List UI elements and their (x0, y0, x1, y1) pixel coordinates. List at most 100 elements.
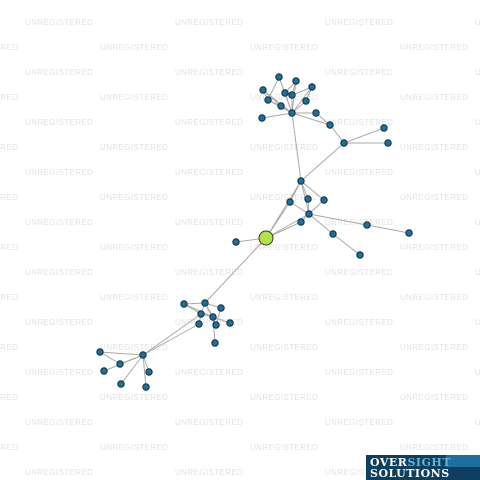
watermark-text: UNREGISTERED (100, 343, 168, 352)
graph-node (281, 89, 289, 97)
watermark-text: UNREGISTERED (475, 218, 480, 227)
watermark-text: UNREGISTERED (100, 293, 168, 302)
graph-node (380, 124, 388, 132)
logo-word-over: OVER (370, 456, 408, 469)
graph-edge (291, 112, 331, 126)
graph-edge (142, 323, 200, 356)
watermark-text: UNREGISTERED (475, 418, 480, 427)
graph-node (277, 102, 285, 110)
watermark-text: UNREGISTERED (475, 318, 480, 327)
graph-node (288, 91, 296, 99)
watermark-text: UNREGISTERED (325, 268, 393, 277)
watermark-text: UNREGISTERED (25, 18, 93, 27)
watermark-text: UNREGISTERED (250, 243, 318, 252)
graph-node (212, 321, 220, 329)
watermark-text: UNREGISTERED (475, 118, 480, 127)
graph-edge (332, 233, 361, 256)
graph-edge (308, 213, 334, 235)
watermark-text: UNREGISTERED (250, 343, 318, 352)
graph-edge (265, 213, 310, 239)
watermark-text: UNREGISTERED (250, 43, 318, 52)
graph-node (297, 177, 305, 185)
watermark-text: UNREGISTERED (0, 343, 18, 352)
watermark-text: UNREGISTERED (250, 93, 318, 102)
graph-node (304, 195, 312, 203)
watermark-text: UNREGISTERED (325, 168, 393, 177)
graph-node (232, 238, 240, 246)
graph-edge (120, 354, 144, 385)
watermark-text: UNREGISTERED (175, 118, 243, 127)
watermark-text: UNREGISTERED (400, 343, 468, 352)
graph-node (259, 86, 267, 94)
graph-node-main (258, 230, 274, 246)
graph-node (329, 230, 337, 238)
watermark-text: UNREGISTERED (325, 318, 393, 327)
logo-word-solutions: SOLUTIONS (370, 467, 450, 480)
watermark-text: UNREGISTERED (25, 418, 93, 427)
graph-node (145, 368, 153, 376)
watermark-text: UNREGISTERED (250, 443, 318, 452)
graph-node (320, 196, 328, 204)
watermark-text: UNREGISTERED (100, 243, 168, 252)
watermark-text: UNREGISTERED (0, 93, 18, 102)
graph-node (100, 367, 108, 375)
graph-node (356, 251, 364, 259)
graph-edge (212, 316, 216, 344)
watermark-text: UNREGISTERED (0, 293, 18, 302)
graph-node (217, 304, 225, 312)
graph-edge (142, 313, 202, 356)
graph-edge (262, 89, 282, 107)
watermark-text: UNREGISTERED (325, 118, 393, 127)
graph-node (116, 360, 124, 368)
watermark-text: UNREGISTERED (100, 443, 168, 452)
watermark-text: UNREGISTERED (175, 18, 243, 27)
watermark-text: UNREGISTERED (400, 93, 468, 102)
graph-node (264, 96, 272, 104)
watermark-text: UNREGISTERED (25, 368, 93, 377)
graph-node (211, 339, 219, 347)
graph-edge (142, 354, 147, 388)
watermark-text: UNREGISTERED (25, 218, 93, 227)
graph-edge (99, 351, 144, 356)
watermark-text: UNREGISTERED (325, 218, 393, 227)
watermark-text: UNREGISTERED (250, 293, 318, 302)
watermark-text: UNREGISTERED (400, 293, 468, 302)
graph-edge (329, 124, 345, 144)
graph-node (117, 380, 125, 388)
graph-node (96, 348, 104, 356)
watermark-text: UNREGISTERED (400, 193, 468, 202)
graph-node (286, 198, 294, 206)
watermark-text: UNREGISTERED (250, 393, 318, 402)
watermark-text: UNREGISTERED (25, 318, 93, 327)
graph-node (139, 351, 147, 359)
watermark-text: UNREGISTERED (325, 418, 393, 427)
graph-node (384, 139, 392, 147)
watermark-text: UNREGISTERED (475, 268, 480, 277)
graph-edge (366, 224, 410, 234)
graph-edge (289, 180, 302, 203)
graph-node (312, 109, 320, 117)
oversight-solutions-logo: OVERSIGHT SOLUTIONS (366, 455, 480, 480)
graph-edge (291, 86, 313, 114)
watermark-text: UNREGISTERED (0, 143, 18, 152)
watermark-text: UNREGISTERED (175, 268, 243, 277)
watermark-text: UNREGISTERED (175, 368, 243, 377)
watermark-text: UNREGISTERED (325, 468, 393, 477)
watermark-text: UNREGISTERED (400, 243, 468, 252)
graph-node (305, 210, 313, 218)
graph-edge (300, 180, 325, 201)
watermark-text: UNREGISTERED (475, 18, 480, 27)
watermark-text: UNREGISTERED (25, 118, 93, 127)
graph-edge (343, 127, 385, 144)
watermark-text: UNREGISTERED (250, 193, 318, 202)
logo-word-sight: SIGHT (407, 456, 452, 469)
graph-edge (300, 142, 345, 182)
graph-node (302, 97, 310, 105)
watermark-text: UNREGISTERED (0, 43, 18, 52)
watermark-text: UNREGISTERED (25, 268, 93, 277)
graph-node (363, 221, 371, 229)
graph-node (340, 139, 348, 147)
graph-node (275, 73, 283, 81)
